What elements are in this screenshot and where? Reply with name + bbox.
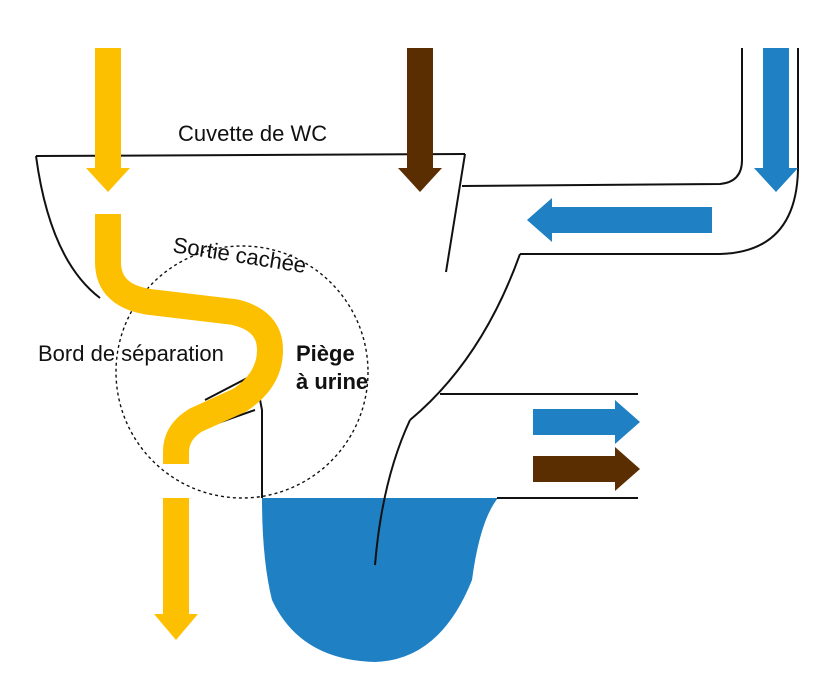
water-arrow-left	[527, 198, 712, 242]
feces-arrow-in	[398, 48, 442, 192]
bowl-left-wall	[35, 155, 101, 299]
label-hidden-outlet: Sortie cachée	[171, 232, 308, 278]
water-arrow-out	[533, 400, 640, 444]
hidden-outlet-circle	[115, 245, 369, 499]
water-arrow-down	[754, 48, 798, 192]
flush-pipe-upper	[461, 48, 743, 187]
label-separation-edge: Bord de séparation	[38, 341, 224, 366]
water-trap	[262, 498, 498, 662]
funnel-right	[409, 253, 521, 421]
flush-pipe-lower	[520, 48, 799, 255]
bowl-right-wall	[445, 153, 466, 273]
trap-inner-wall	[374, 419, 411, 566]
label-urine-trap-line2: à urine	[296, 369, 368, 394]
feces-arrow-out	[533, 447, 640, 491]
label-urine-trap-line1: Piège	[296, 341, 355, 366]
urine-channel	[95, 214, 283, 465]
label-bowl: Cuvette de WC	[178, 121, 327, 146]
urine-arrow-out	[154, 498, 198, 640]
urine-arrow-in	[86, 48, 130, 192]
